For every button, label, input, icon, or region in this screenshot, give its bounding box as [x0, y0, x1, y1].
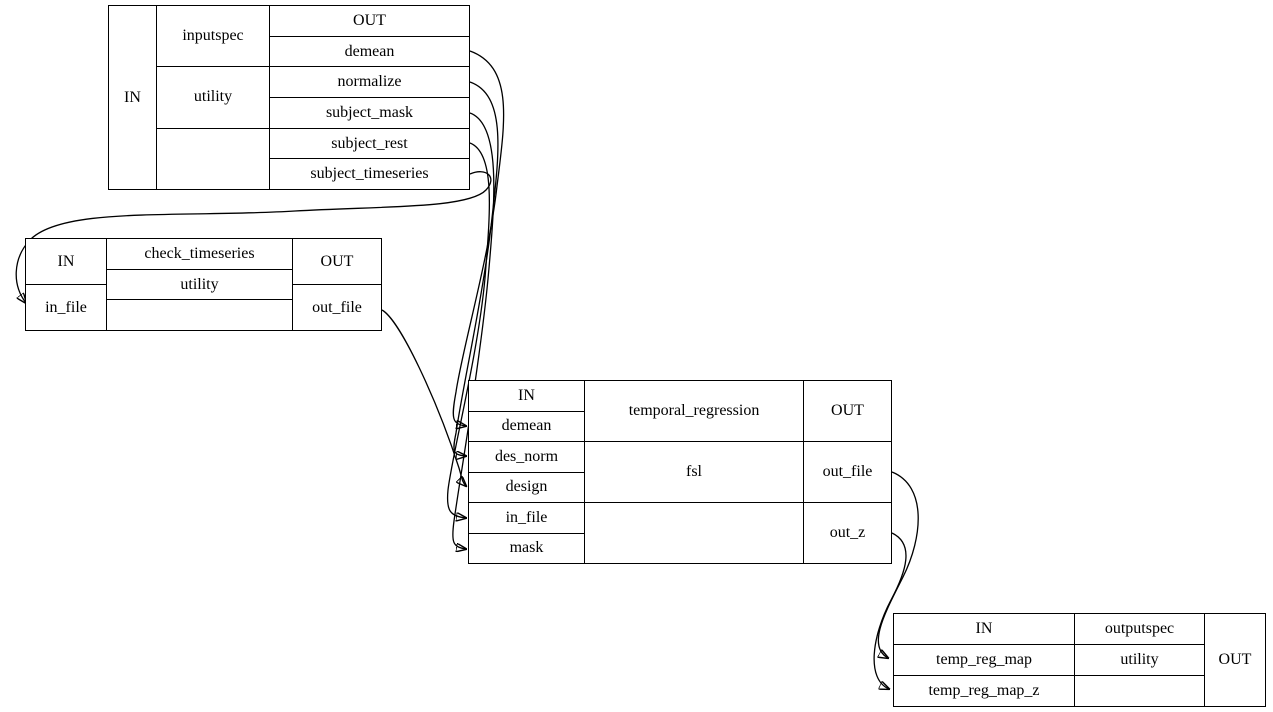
empty-cell: [107, 299, 292, 330]
node-type: utility: [107, 268, 292, 300]
edge-temporal_regression-out_file-to-outputspec-temp_reg_map: [878, 471, 919, 658]
out-header: OUT: [353, 11, 386, 29]
node-title: outputspec: [1104, 620, 1175, 637]
node-outputspec-in-column: IN temp_reg_map temp_reg_map_z: [894, 614, 1074, 706]
empty-cell: [157, 127, 269, 189]
node-inputspec-in-column: IN: [109, 6, 156, 189]
node-inputspec: IN inputspec utility OUT demean normaliz…: [108, 5, 470, 190]
in-port-des_norm: des_norm: [469, 441, 584, 472]
in-port-demean: demean: [469, 410, 584, 442]
node-outputspec-title-column: outputspec utility: [1074, 614, 1204, 706]
out-port-out_file: out_file: [293, 284, 381, 330]
out-port-normalize: normalize: [270, 66, 469, 97]
node-outputspec-out-column: OUT: [1204, 614, 1265, 706]
node-inputspec-title-column: inputspec utility: [156, 6, 269, 189]
in-port-in_file: in_file: [469, 502, 584, 533]
edge-temporal_regression-out_z-to-outputspec-temp_reg_map_z: [873, 532, 907, 689]
node-check_timeseries-in-column: IN in_file: [26, 239, 106, 330]
node-title: check_timeseries: [144, 244, 255, 262]
node-temporal_regression-title-column: temporal_regression fsl: [584, 381, 803, 563]
empty-cell: [1075, 675, 1204, 706]
out-header: OUT: [831, 402, 864, 419]
node-type: utility: [157, 66, 269, 127]
out-port-subject_mask: subject_mask: [270, 97, 469, 128]
edge-inputspec-demean-to-temporal_regression-demean: [452, 50, 505, 426]
node-check_timeseries-title-column: check_timeseries utility: [106, 239, 292, 330]
edge-inputspec-subject_mask-to-temporal_regression-mask: [452, 112, 495, 549]
node-title: temporal_regression: [628, 402, 760, 419]
out-port-out_z: out_z: [804, 502, 891, 563]
in-header: IN: [57, 252, 75, 270]
node-inputspec-out-column: OUT demean normalize subject_mask subjec…: [269, 6, 469, 189]
out-header: OUT: [1218, 651, 1252, 668]
in-header: IN: [518, 386, 535, 404]
in-port-temp_reg_map_z: temp_reg_map_z: [894, 675, 1074, 706]
node-temporal_regression-out-column: OUT out_file out_z: [803, 381, 891, 563]
in-header: IN: [975, 620, 993, 637]
empty-cell: [585, 502, 803, 563]
out-header: OUT: [320, 252, 354, 270]
node-check_timeseries-out-column: OUT out_file: [292, 239, 381, 330]
in-port-mask: mask: [469, 532, 584, 564]
node-title: inputspec: [182, 27, 244, 45]
node-check_timeseries: IN in_file check_timeseries utility OUT …: [25, 238, 382, 331]
node-type: fsl: [585, 441, 803, 502]
node-temporal_regression: IN demean des_norm design in_file mask t…: [468, 380, 892, 564]
edge-check_timeseries-out_file-to-temporal_regression-design: [381, 309, 466, 486]
node-type: utility: [1075, 644, 1204, 675]
edge-inputspec-normalize-to-temporal_regression-des_norm: [453, 81, 499, 456]
out-port-out_file: out_file: [804, 441, 891, 502]
in-port-in_file: in_file: [26, 284, 106, 330]
out-port-demean: demean: [270, 35, 469, 67]
out-port-subject_timeseries: subject_timeseries: [270, 158, 469, 189]
node-temporal_regression-in-column: IN demean des_norm design in_file mask: [469, 381, 584, 563]
node-outputspec: IN temp_reg_map temp_reg_map_z outputspe…: [893, 613, 1266, 707]
edge-inputspec-subject_rest-to-temporal_regression-in_file: [446, 142, 490, 518]
out-port-subject_rest: subject_rest: [270, 127, 469, 159]
in-port-design: design: [469, 471, 584, 503]
in-header: IN: [124, 88, 141, 106]
in-port-temp_reg_map: temp_reg_map: [894, 644, 1074, 675]
